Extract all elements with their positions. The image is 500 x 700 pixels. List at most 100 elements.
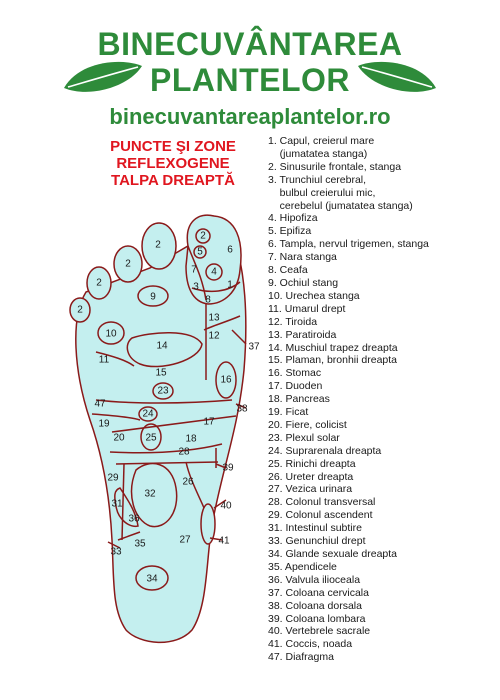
- legend-item: 37. Coloana cervicala: [268, 586, 369, 599]
- legend-item: bulbul creierului mic,: [268, 186, 376, 199]
- zone-label: 37: [248, 342, 260, 353]
- zone-label: 32: [144, 489, 156, 500]
- zone-label: 10: [105, 329, 117, 340]
- zone-shape-36: [114, 487, 139, 528]
- legend-item: 8. Ceafa: [268, 264, 308, 277]
- legend-item: 6. Tampla, nervul trigemen, stanga: [268, 238, 429, 251]
- zone-label: 38: [236, 404, 248, 415]
- foot-shapes: [69, 214, 247, 644]
- legend-item: 28. Colonul transversal: [268, 496, 376, 509]
- leaf-left-icon: [64, 61, 142, 92]
- zone-label: 3: [193, 282, 199, 293]
- zone-label: 2: [155, 240, 161, 251]
- zone-shape-16: [215, 361, 237, 399]
- zone-label: 15: [155, 368, 167, 379]
- legend-item: 39. Coloana lombara: [268, 612, 366, 625]
- legend-item: 4. Hipofiza: [268, 212, 318, 225]
- toe-5: [69, 297, 91, 323]
- brand-title-line2: PLANTELOR: [149, 62, 351, 98]
- legend-item: 11. Umarul drept: [268, 302, 346, 315]
- zone-shape-32: [130, 462, 178, 528]
- legend-item: 19. Ficat: [268, 406, 309, 419]
- legend-item: 15. Plaman, bronhii dreapta: [268, 354, 397, 367]
- foot-zone-lines: [91, 245, 247, 549]
- pad-10: [97, 321, 125, 345]
- legend-item: 14. Muschiul trapez dreapta: [268, 341, 398, 354]
- zone-shape-34: [135, 565, 169, 591]
- zone-label: 11: [99, 355, 110, 366]
- legend-item: 1. Capul, creierul mare: [268, 135, 375, 147]
- chart-title: PUNCTE ŞI ZONE REFLEXOGENE TALPA DREAPTĂ: [78, 138, 268, 189]
- legend-item: 47. Diafragma: [268, 651, 334, 664]
- zone-label: 2: [200, 231, 206, 242]
- zone-label: 16: [220, 375, 232, 386]
- legend-item: 20. Fiere, colicist: [268, 418, 347, 431]
- zone-legend-list: 1. Capul, creierul mare (jumatatea stang…: [268, 135, 498, 664]
- zone-label: 17: [203, 417, 215, 428]
- zone-shape-14: [126, 332, 203, 368]
- zone-label: 8: [205, 295, 211, 306]
- zone-shape-25: [140, 423, 162, 451]
- zone-label: 2: [96, 278, 102, 289]
- zone-label: 23: [157, 386, 169, 397]
- legend-item: 17. Duoden: [268, 380, 323, 393]
- legend-item: 41. Coccis, noada: [268, 638, 353, 651]
- legend-item: 13. Paratiroida: [268, 328, 337, 341]
- foot-zone-labels: 1 2 2 2 2 2 3 4 5 6 7 8 9 10 11 12 13 14…: [77, 231, 260, 585]
- zone-label: 36: [128, 514, 140, 525]
- legend-item: 34. Glande sexuale dreapta: [268, 548, 398, 560]
- zone-label: 14: [156, 341, 168, 352]
- zone-label: 41: [218, 536, 230, 547]
- legend-item: 33. Genunchiul drept: [268, 535, 366, 548]
- brand-title-line1: BINECUVÂNTAREA: [97, 26, 403, 62]
- zone-label: 31: [111, 499, 123, 510]
- zone-label: 28: [178, 447, 190, 458]
- zone-label: 4: [211, 267, 217, 278]
- zone-label: 12: [208, 331, 220, 342]
- zone-label: 40: [220, 501, 232, 512]
- zone-label: 33: [110, 547, 122, 558]
- legend-item: 7. Nara stanga: [268, 251, 337, 264]
- brand-website-url: binecuvantareaplantelor.ro: [109, 104, 391, 129]
- chart-title-line: TALPA DREAPTĂ: [111, 172, 235, 189]
- legend-item: 5. Epifiza: [268, 225, 312, 238]
- legend-item: 36. Valvula ilioceala: [268, 573, 361, 586]
- zone-shape-24: [138, 406, 158, 422]
- pad-9: [137, 285, 169, 307]
- toe-3: [113, 245, 143, 283]
- legend-item: 16. Stomac: [268, 367, 322, 380]
- legend-item: 12. Tiroida: [268, 315, 318, 328]
- legend-item: 9. Ochiul stang: [268, 276, 339, 289]
- legend-item: (jumatatea stanga): [268, 147, 368, 160]
- zone-label: 9: [150, 292, 156, 303]
- chart-title-line: REFLEXOGENE: [116, 155, 230, 172]
- zone-label: 1: [227, 280, 233, 291]
- legend-item: 27. Vezica urinara: [268, 483, 353, 496]
- legend-item: 26. Ureter dreapta: [268, 470, 354, 483]
- zone-label: 6: [227, 245, 233, 256]
- zone-label: 39: [222, 463, 234, 474]
- zone-label: 47: [94, 399, 106, 410]
- zone-label: 20: [113, 433, 125, 444]
- zone-label: 35: [134, 539, 146, 550]
- zone-label: 26: [182, 477, 194, 488]
- legend-item: 24. Suprarenala dreapta: [268, 444, 382, 457]
- zone-label: 27: [179, 535, 191, 546]
- zone-label: 24: [142, 409, 154, 420]
- zone-label: 18: [185, 434, 197, 445]
- legend-item: 2. Sinusurile frontale, stanga: [268, 160, 402, 173]
- zone-label: 19: [98, 419, 110, 430]
- zone-label: 5: [197, 247, 203, 258]
- chart-title-line: PUNCTE ŞI ZONE: [110, 138, 236, 155]
- zone-label: 34: [146, 574, 158, 585]
- legend-item: 10. Urechea stanga: [268, 289, 360, 302]
- leaf-right-icon: [358, 61, 436, 92]
- zone-label: 2: [125, 259, 131, 270]
- zone-circle-2: [195, 228, 211, 244]
- legend-item: 3. Trunchiul cerebral,: [268, 173, 367, 186]
- zone-shape-40: [200, 503, 216, 545]
- legend-item: 35. Apendicele: [268, 560, 337, 573]
- zone-circle-5: [193, 245, 207, 259]
- zone-label: 7: [191, 265, 197, 276]
